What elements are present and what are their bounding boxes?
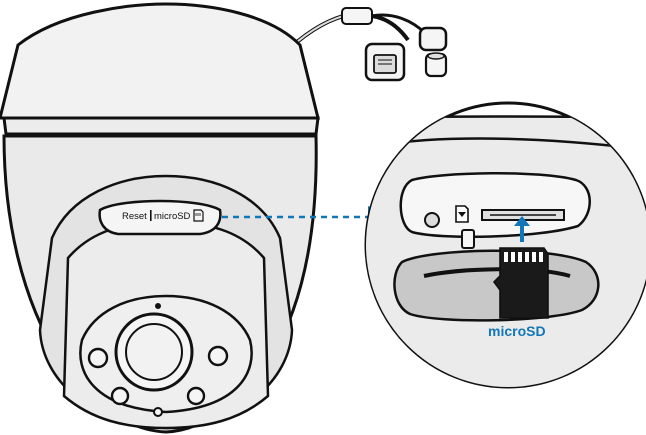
microsd-label: microSD xyxy=(154,211,191,222)
cable-assembly xyxy=(290,8,446,80)
sensor-dot-top xyxy=(155,303,161,309)
ethernet-connector xyxy=(366,44,404,80)
ir-led-4 xyxy=(188,388,204,404)
cable-sleeve xyxy=(342,8,372,24)
zoom-callout: microSD xyxy=(366,103,646,400)
ir-led-3 xyxy=(209,347,227,365)
reset-label: Reset xyxy=(122,211,147,222)
label-divider xyxy=(150,210,152,221)
ir-led-1 xyxy=(89,349,107,367)
latch xyxy=(462,230,474,248)
reset-hole[interactable] xyxy=(425,213,439,227)
port-cover[interactable]: Reset microSD xyxy=(100,201,221,234)
power-connector xyxy=(420,28,446,76)
main-lens-inner xyxy=(126,324,182,380)
microsd-card xyxy=(494,248,548,318)
microsd-card-label: microSD xyxy=(488,323,546,339)
ir-led-2 xyxy=(112,388,128,404)
camera-dome xyxy=(0,4,318,134)
sd-card-icon xyxy=(456,206,468,222)
sensor-dot-bottom xyxy=(154,408,162,416)
